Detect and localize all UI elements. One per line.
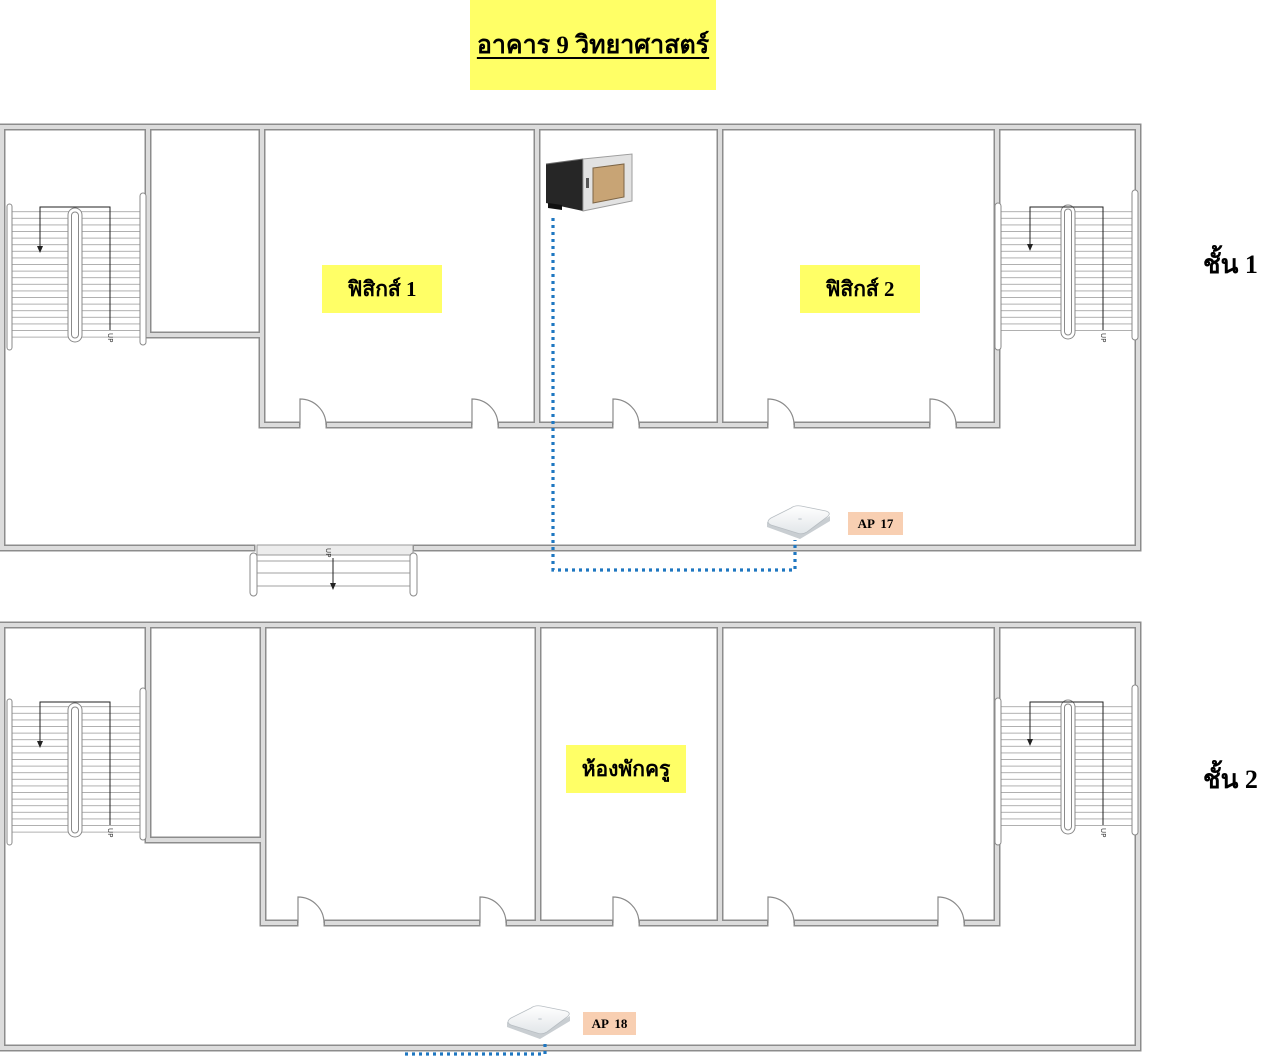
door [471, 398, 499, 426]
floor-label-1: ชั้น 1 [1203, 250, 1258, 279]
floor-2-doors [297, 896, 965, 924]
handrail [409, 552, 418, 597]
door [937, 896, 965, 924]
network-cable-line [405, 1040, 547, 1056]
rack-top-edge [545, 158, 584, 165]
arrow-head [330, 583, 336, 590]
handrail [249, 552, 258, 597]
building-title-text: อาคาร 9 วิทยาศาสตร์ [476, 32, 710, 59]
handrail [994, 202, 1002, 351]
floor-label-2: ชั้น 2 [1203, 765, 1258, 794]
floor-2-plan: UP UP [0, 625, 1139, 1056]
door [612, 896, 640, 924]
door [612, 398, 640, 426]
center-handrail-inner [71, 211, 79, 339]
floor-1-doors [299, 398, 957, 426]
handrail [139, 192, 147, 346]
rack-glass-door [592, 163, 625, 204]
floor-2-wall-outline [2, 625, 1138, 1048]
floor-2-walls [0, 625, 1138, 1048]
staircase-right [994, 189, 1139, 351]
door [297, 896, 325, 924]
handrail [6, 203, 13, 351]
stair-up-label: UP [1099, 333, 1107, 342]
staircase-left [6, 192, 147, 351]
entrance-stairs [249, 544, 418, 597]
door [929, 398, 957, 426]
handrail [1131, 189, 1139, 341]
building-title: อาคาร 9 วิทยาศาสตร์ [470, 0, 716, 90]
stair-up-label: UP [324, 548, 332, 557]
stair-up-label: UP [106, 333, 114, 342]
floor-1-plan: UP UP UP [0, 127, 1139, 597]
stair-direction-arrow [39, 206, 111, 330]
stair-up-label: UP [106, 828, 114, 837]
arrow-head [1027, 244, 1033, 251]
room-label-teachers-room: ห้องพักครู [566, 745, 686, 793]
room-label-physics-2: ฟิสิกส์ 2 [800, 265, 920, 313]
room-label-physics-1: ฟิสิกส์ 1 [322, 265, 442, 313]
network-rack-icon [545, 153, 633, 212]
access-point-label: AP 17 [848, 512, 903, 535]
access-point-label: AP 18 [583, 1012, 636, 1035]
door [767, 398, 795, 426]
network-cable-line [551, 218, 797, 572]
stair-direction-arrow [1029, 206, 1104, 330]
center-handrail-inner [1064, 208, 1072, 336]
rack-foot [548, 203, 562, 210]
wireless-access-point-icon [506, 1005, 571, 1040]
staircase-left [6, 687, 147, 846]
door [767, 896, 795, 924]
door [299, 398, 327, 426]
wireless-access-point-icon [766, 505, 831, 540]
staircase-right [994, 684, 1139, 846]
stair-up-label: UP [1099, 828, 1107, 837]
rack-handle [586, 178, 589, 188]
entrance-landing [256, 544, 414, 556]
rack-side-panel [546, 159, 583, 211]
door [479, 896, 507, 924]
arrow-head [37, 246, 43, 253]
